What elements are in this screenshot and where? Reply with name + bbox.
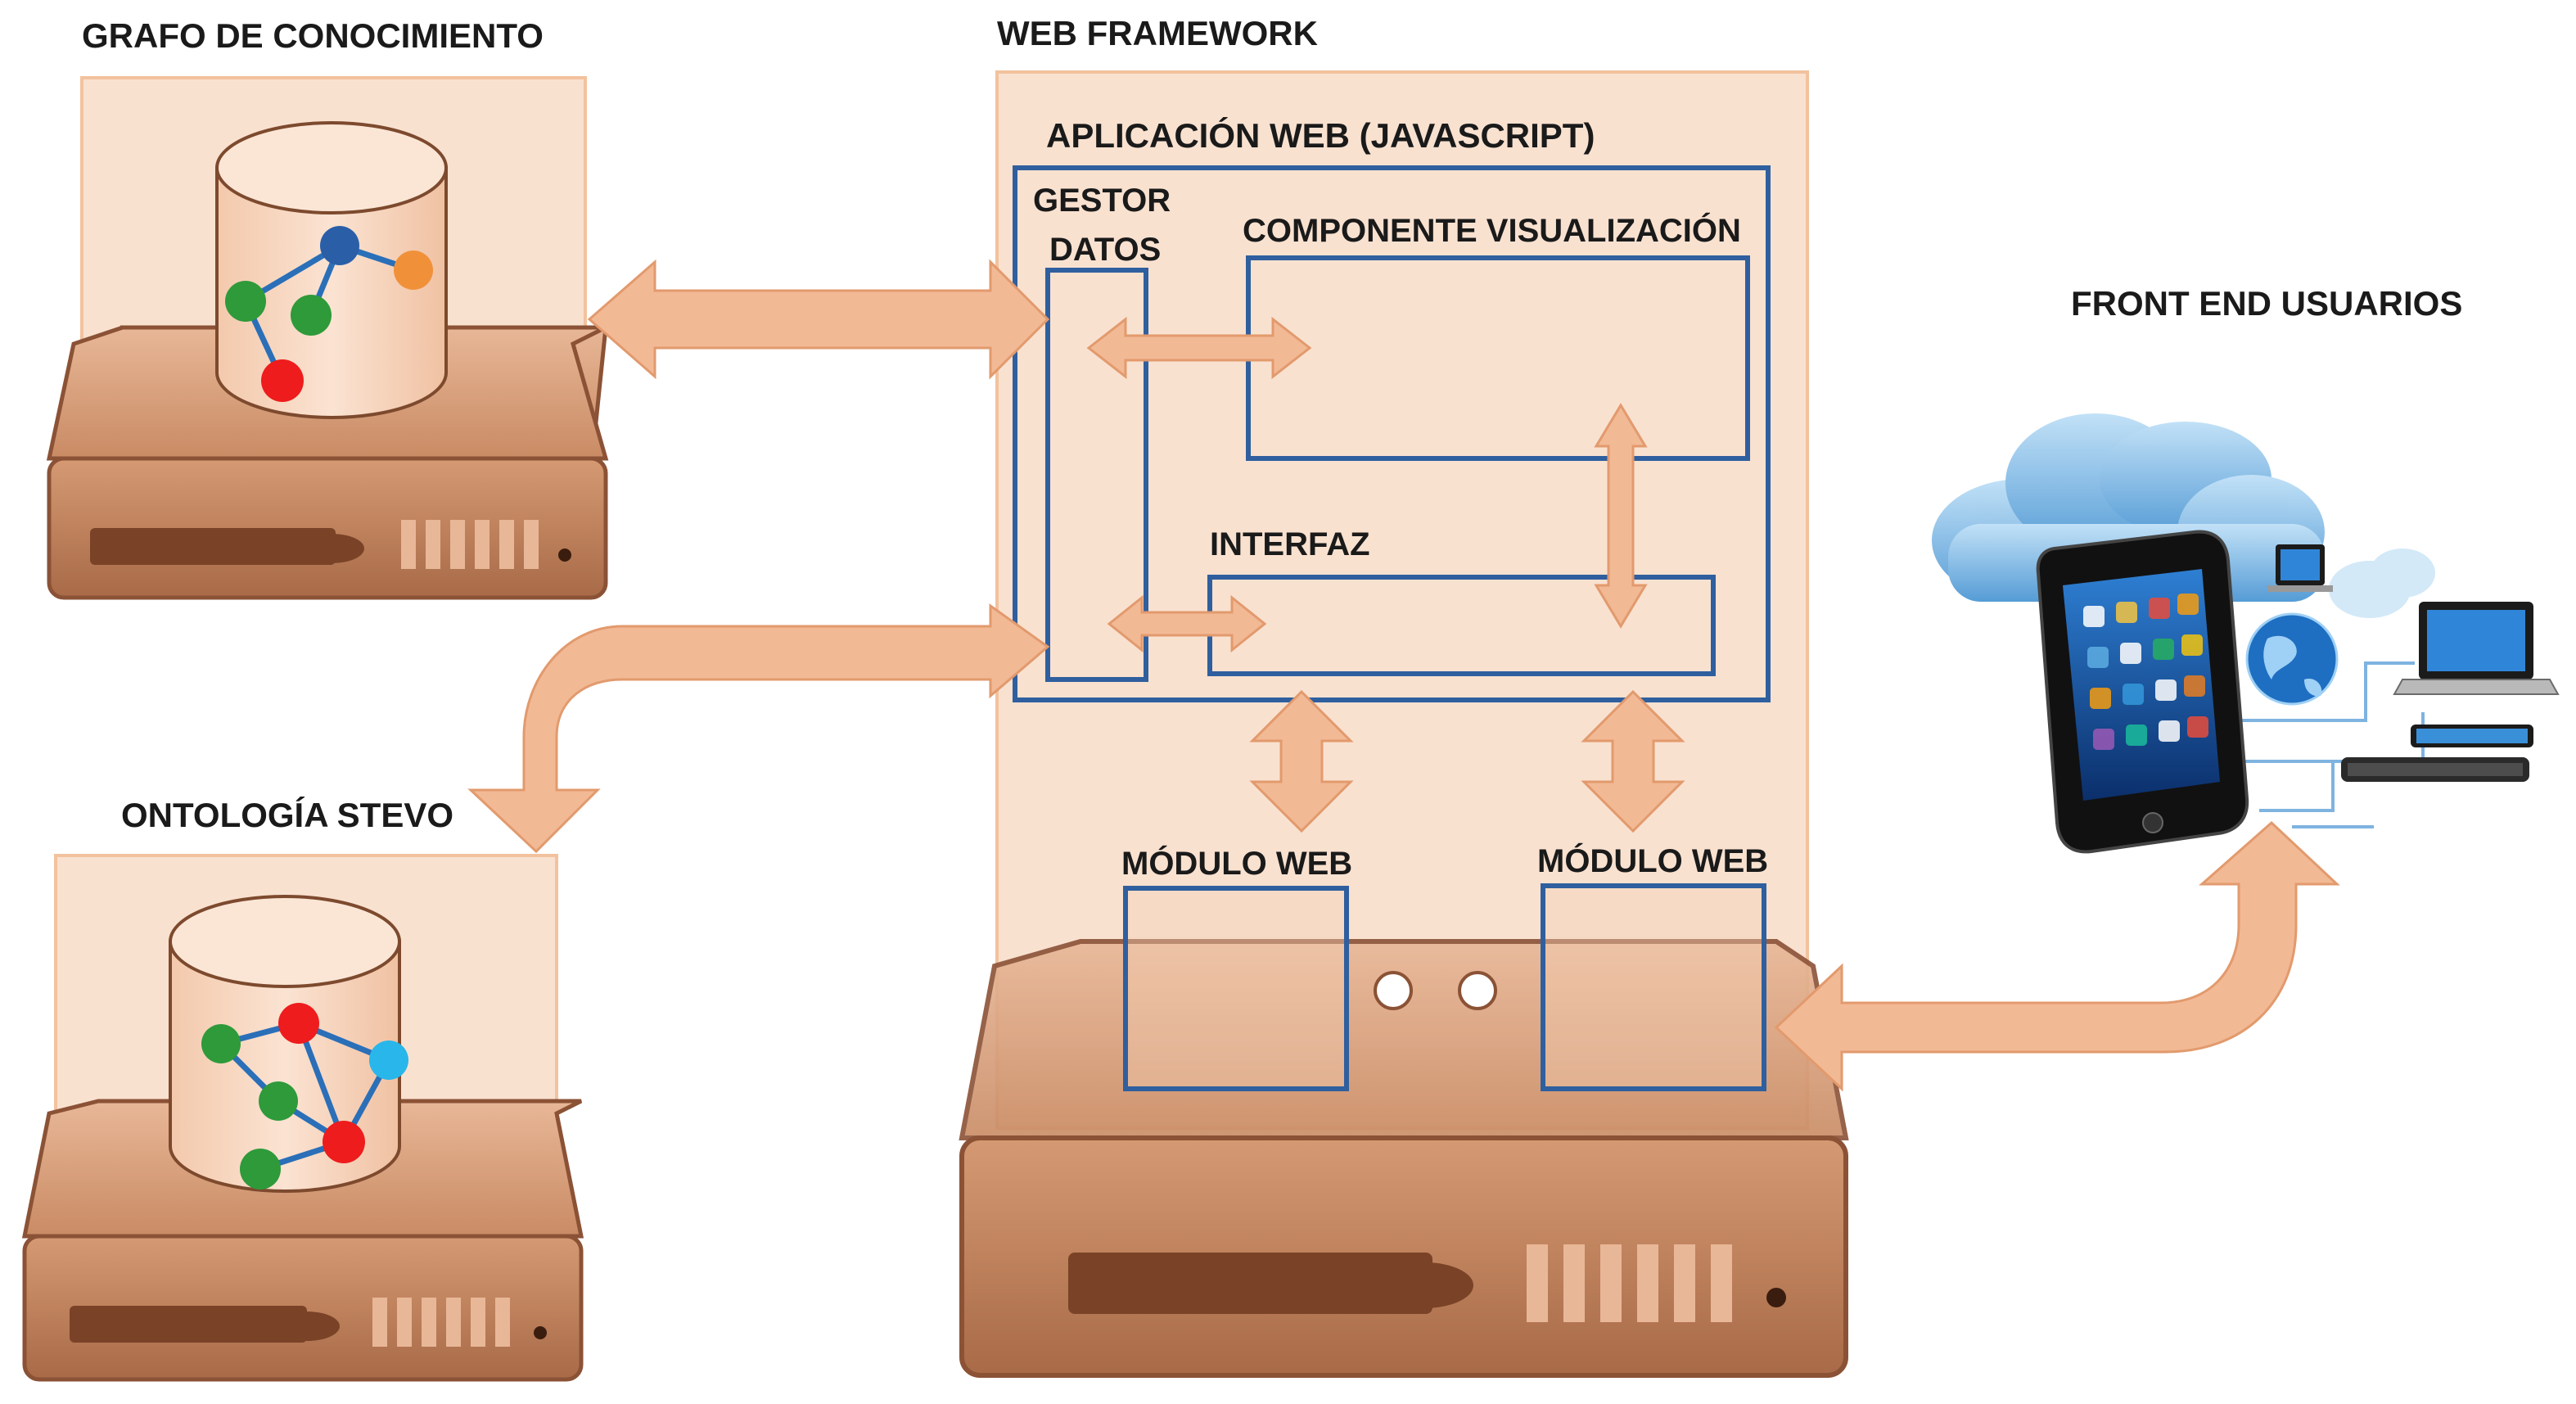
data-manager-box <box>1045 268 1148 682</box>
laptop-icon <box>2267 544 2333 592</box>
graph-node <box>261 359 304 402</box>
arrow-visualization-interface <box>1594 403 1648 629</box>
web-module-left-box <box>1123 886 1349 1091</box>
graph-node <box>225 281 266 322</box>
web-app-box <box>1013 165 1771 702</box>
graph-node <box>201 1024 241 1063</box>
web-framework-title: WEB FRAMEWORK <box>997 14 1318 52</box>
graph-node <box>320 226 359 265</box>
graph-node <box>259 1081 298 1121</box>
arrow-manager-interface <box>1107 594 1267 653</box>
knowledge-graph-title: GRAFO DE CONOCIMIENTO <box>82 16 544 55</box>
graph-node <box>240 1149 281 1190</box>
database-icon <box>215 121 448 419</box>
arrow-app-module-left <box>1249 689 1354 833</box>
graph-node <box>369 1041 408 1080</box>
visualization-component-label: COMPONENTE VISUALIZACIÓN <box>1243 211 1741 249</box>
ontology-group: ONTOLOGÍA STEVO <box>21 796 584 1382</box>
knowledge-graph-group: GRAFO DE CONOCIMIENTO <box>46 16 609 600</box>
server-icon <box>21 1099 584 1382</box>
graph-node <box>394 251 433 290</box>
web-module-right-box <box>1541 883 1766 1091</box>
smartphone-icon <box>2036 530 2249 854</box>
web-module-right-label: MÓDULO WEB <box>1537 842 1768 879</box>
data-manager-label-2: DATOS <box>1049 232 1161 268</box>
arrow-ontology <box>467 603 1050 854</box>
arrow-front-end <box>1774 820 2340 1092</box>
laptop-icon <box>2393 602 2560 695</box>
data-manager-label: GESTOR <box>1033 183 1171 219</box>
graph-node <box>291 295 332 336</box>
web-app-title: APLICACIÓN WEB (JAVASCRIPT) <box>1046 115 1595 155</box>
arrow-manager-visualization <box>1086 316 1312 380</box>
cloud-icon <box>2329 549 2435 618</box>
interface-label: INTERFAZ <box>1210 526 1370 562</box>
tablet-icon <box>2341 757 2529 782</box>
ontology-title: ONTOLOGÍA STEVO <box>121 796 453 834</box>
arrow-knowledge-graph <box>587 259 1050 380</box>
arrows <box>467 259 2340 1092</box>
globe-icon <box>2245 612 2339 706</box>
arrow-app-module-right <box>1581 689 1685 833</box>
front-end-group: FRONT END USUARIOS <box>1932 284 2560 854</box>
graph-node <box>323 1121 365 1163</box>
tablet-icon <box>2411 725 2533 747</box>
web-framework-group: WEB FRAMEWORK APLICACIÓN WEB (JAVASCRIPT… <box>959 14 1849 1378</box>
web-module-left-label: MÓDULO WEB <box>1121 844 1352 882</box>
graph-node <box>278 1003 319 1044</box>
front-end-title: FRONT END USUARIOS <box>2071 284 2462 323</box>
